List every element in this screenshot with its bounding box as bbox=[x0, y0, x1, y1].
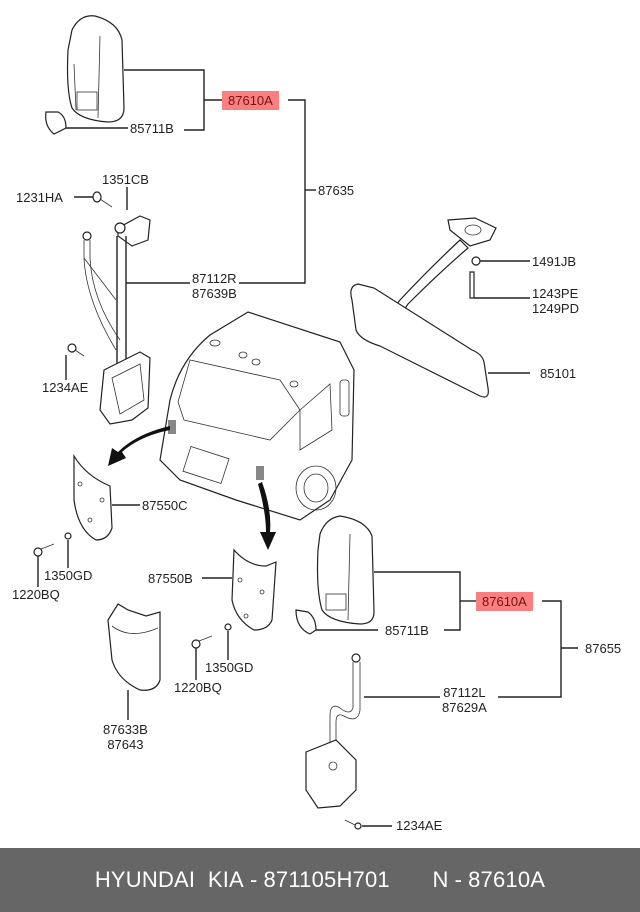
diagram-drawing bbox=[33, 15, 578, 830]
inner-mirror-drawing bbox=[350, 217, 530, 398]
label-top-stay[interactable]: 87112R 87639B bbox=[190, 271, 239, 301]
footer-n-label: N bbox=[432, 867, 449, 892]
label-inner-bolts-line1: 1243PE bbox=[532, 286, 579, 301]
label-inner-bolts-line2: 1249PD bbox=[532, 301, 579, 316]
label-bolt-1231[interactable]: 1231HA bbox=[14, 190, 65, 205]
label-right-washer[interactable]: 1350GD bbox=[203, 660, 256, 675]
label-right-screw[interactable]: 1220BQ bbox=[172, 680, 224, 695]
label-bottom-stay-line1: 87112L bbox=[443, 685, 486, 700]
label-bottom-stay[interactable]: 87112L 87629A bbox=[440, 685, 489, 715]
footer-brand: HYUNDAI KIA bbox=[94, 867, 244, 892]
part-number-footer: HYUNDAI KIA-871105H701 N-87610A bbox=[0, 848, 640, 912]
bottom-leader-lines bbox=[316, 571, 578, 827]
label-top-group[interactable]: 87635 bbox=[316, 183, 357, 198]
label-bolt-1351[interactable]: 1351CB bbox=[100, 172, 151, 187]
parts-diagram: 87610A 85711B 87635 1231HA 1351CB 87112R… bbox=[10, 15, 624, 833]
label-left-screw[interactable]: 1220BQ bbox=[10, 587, 62, 602]
right-cover-drawing bbox=[191, 548, 277, 680]
bottom-mirror-head-drawing bbox=[295, 515, 375, 635]
label-top-mirror-glass[interactable]: 85711B bbox=[128, 121, 176, 136]
lower-cover-drawing bbox=[107, 603, 161, 720]
label-top-stay-line2: 87639B bbox=[192, 286, 237, 301]
label-lower-cover-line1: 87633B bbox=[103, 722, 148, 737]
label-lower-cover-line2: 87643 bbox=[107, 737, 144, 752]
label-bottom-assembly[interactable]: 87610A bbox=[476, 592, 533, 611]
footer-n-value: 87610A bbox=[468, 867, 546, 892]
label-bottom-stay-line2: 87629A bbox=[442, 700, 487, 715]
label-inner-nut[interactable]: 1491JB bbox=[530, 254, 579, 269]
truck-cab-drawing bbox=[108, 311, 355, 550]
label-inner-bolts[interactable]: 1243PE 1249PD bbox=[530, 286, 581, 316]
top-mirror-head-drawing bbox=[45, 15, 125, 135]
label-left-washer[interactable]: 1350GD bbox=[42, 568, 95, 583]
footer-part-number: 871105H701 bbox=[263, 867, 390, 892]
label-bottom-group[interactable]: 87655 bbox=[583, 641, 624, 656]
left-cover-drawing bbox=[33, 453, 140, 590]
bottom-stay-drawing bbox=[305, 653, 362, 830]
label-top-assembly[interactable]: 87610A bbox=[222, 91, 279, 110]
top-stay-drawing bbox=[67, 191, 151, 425]
label-bottom-screw[interactable]: 1234AE bbox=[394, 818, 445, 833]
label-left-cover[interactable]: 87550C bbox=[140, 498, 190, 513]
label-lower-cover[interactable]: 87633B 87643 bbox=[101, 722, 150, 752]
label-inner-mirror[interactable]: 85101 bbox=[538, 366, 579, 381]
label-bottom-mirror-glass[interactable]: 85711B bbox=[383, 623, 431, 638]
label-top-screw[interactable]: 1234AE bbox=[40, 380, 91, 395]
footer-sep-2: - bbox=[454, 867, 463, 892]
footer-sep-1: - bbox=[249, 867, 258, 892]
label-right-cover[interactable]: 87550B bbox=[146, 571, 195, 586]
label-top-stay-line1: 87112R bbox=[192, 271, 237, 286]
